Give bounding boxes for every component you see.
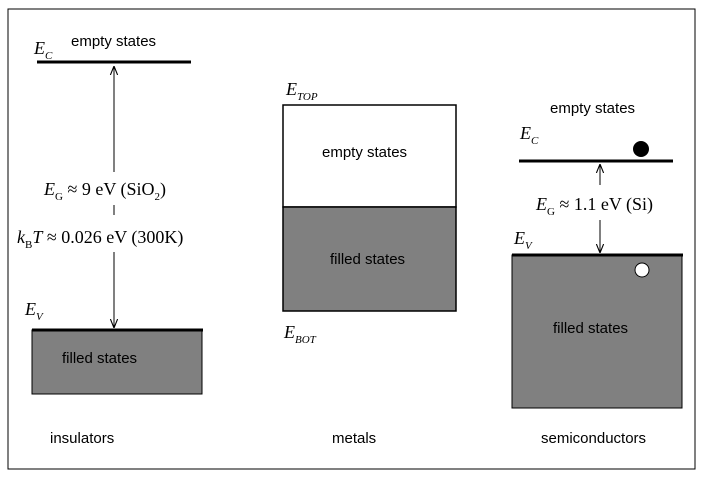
semiconductor-filled-states-label: filled states: [553, 320, 628, 337]
metal-filled-band: [282, 206, 457, 312]
insulator-panel: EC empty states EG ≈ 9 eV (SiO2) kBT ≈ 0…: [17, 33, 203, 447]
metal-empty-states-label: empty states: [322, 144, 407, 161]
insulator-caption: insulators: [50, 430, 114, 447]
metal-caption: metals: [332, 430, 376, 447]
metal-ebot-label: EBOT: [283, 322, 317, 346]
insulator-thermal-energy-label: kBT ≈ 0.026 eV (300K): [17, 227, 183, 251]
metal-panel: ETOP empty states filled states EBOT met…: [282, 79, 457, 447]
insulator-ev-label: EV: [24, 299, 44, 323]
electron-dot: [633, 141, 649, 157]
semiconductor-caption: semiconductors: [541, 430, 646, 447]
metal-empty-band: [282, 104, 457, 208]
metal-etop-label: ETOP: [285, 79, 318, 103]
semiconductor-ev-label: EV: [513, 228, 533, 252]
semiconductor-gap-label: EG ≈ 1.1 eV (Si): [535, 194, 653, 218]
insulator-gap-label: EG ≈ 9 eV (SiO2): [43, 179, 166, 203]
semiconductor-ec-label: EC: [519, 123, 539, 147]
insulator-filled-states-label: filled states: [62, 350, 137, 367]
insulator-empty-states-label: empty states: [71, 33, 156, 50]
hole-dot: [634, 262, 650, 278]
metal-filled-states-label: filled states: [330, 251, 405, 268]
semiconductor-empty-states-label: empty states: [550, 100, 635, 117]
insulator-ec-label: EC: [33, 38, 53, 62]
semiconductor-filled-band: [511, 254, 683, 409]
semiconductor-panel: empty states EC EG ≈ 1.1 eV (Si) EV fill…: [511, 100, 683, 447]
